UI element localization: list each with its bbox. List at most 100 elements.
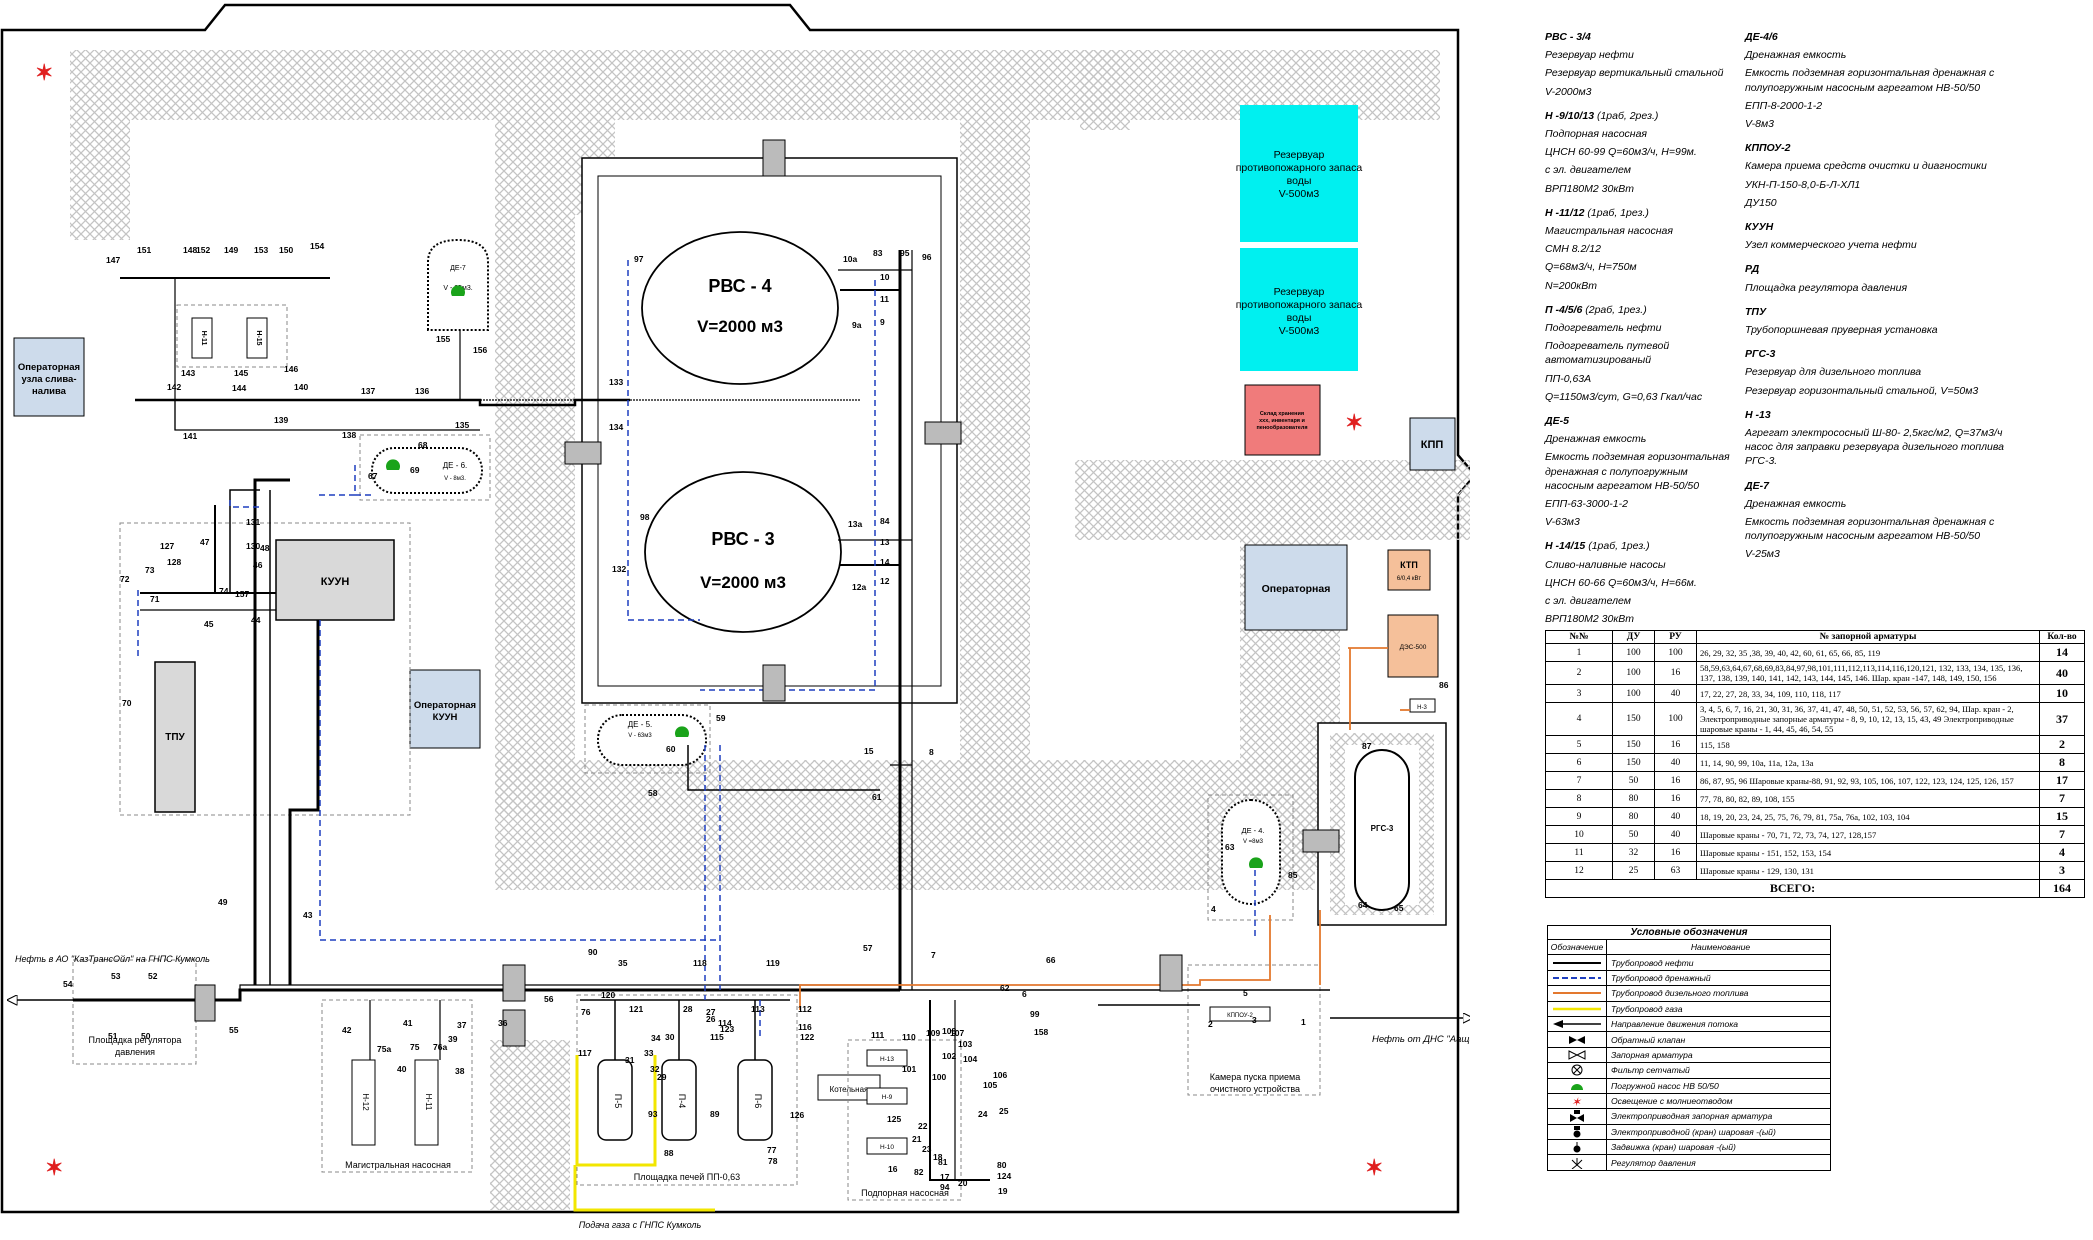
valve-number: 60 [666,744,676,754]
operator-room-label: Операторная [1262,583,1331,595]
table-cell: 17 [2039,771,2085,790]
de4-area [1207,794,1294,921]
equipment-code: РВС - 3/4 [1545,31,1591,43]
pump-fill [451,285,465,296]
building-fill [13,337,85,417]
kuun-label: КУУН [321,576,350,588]
valve-number: 23 [922,1144,932,1154]
valve-number: 69 [410,465,420,475]
col-header: РУ [1654,630,1697,644]
heater-p5: П-5 [597,1059,633,1141]
process-flow-diagram: РВС - 4 V=2000 м3 РВС - 3 V=2000 м3 Резе… [0,3,1470,1230]
building-fill [1409,417,1456,471]
equipment-code: П -4/5/6 [1545,303,1583,316]
pump-symbol-icon [1548,1078,1607,1093]
table-cell: 10 [2039,684,2085,703]
valve-number: 21 [912,1134,922,1144]
equipment-line: ПП-0,63А [1545,372,1592,385]
kpp-label: КПП [1421,439,1444,451]
equipment-line: ВРП180М2 30кВт [1545,182,1635,195]
valve-number: 62 [1000,983,1010,993]
rvs-3-tank: РВС - 3 V=2000 м3 [644,471,842,633]
valve-number: 120 [601,990,615,1000]
valve-number: 131 [246,517,260,527]
de-4-tank: ДЕ - 4. V =8м3 [1221,799,1281,905]
valve-number: 147 [106,255,120,265]
rvs-3-volume: V=2000 м3 [700,573,786,592]
equipment-code: ДЕ-4/6 [1745,31,1778,43]
check-symbol-icon [1548,1032,1607,1047]
table-cell: 16 [1654,661,1697,685]
valve-number: 12 [880,576,890,586]
valve-number: 48 [260,543,270,553]
table-cell: 63 [1654,861,1697,880]
equipment-title: П -4/5/6 (2раб, 1рез.) [1545,303,1730,317]
legend-text: Освещение с молниеотводом [1611,1096,1733,1107]
valve-number: 2 [1208,1019,1213,1029]
valve-number: 105 [983,1080,997,1090]
valve-number: 118 [693,958,707,968]
table-cell: 40 [1654,807,1697,826]
valve-number: 11 [880,294,889,304]
equipment-line: Магистральная насосная [1545,225,1673,238]
equipment-code: Н -13 [1745,408,1771,421]
table-cell: 16 [1654,789,1697,808]
valve-number: 44 [251,615,261,625]
valve-number: 29 [657,1072,667,1082]
valve-number: 128 [167,557,181,567]
valve-number: 85 [1288,870,1298,880]
valve-number: 84 [880,516,890,526]
valve-number: 90 [588,947,598,957]
valve-number: 63 [1225,842,1235,852]
light-symbol-icon: ✶ [1548,1093,1607,1109]
op-sliv-line: узла слива- [21,374,76,385]
legend-row: Погружной насос НВ 50/50 [1548,1078,1830,1094]
gas-supply: Подача газа с ГНПС Кумколь [573,1165,715,1230]
drain-pipes [137,260,1256,1040]
equipment-line: Емкость подземная горизонтальная дренажн… [1745,516,1995,543]
equipment-line: ЦНСН 60-99 Q=60м3/ч, Н=99м. [1545,146,1697,159]
valve-number: 34 [651,1033,661,1043]
valve-number: 146 [284,364,298,374]
table-cell: 150 [1612,702,1655,736]
total-value: 164 [2039,879,2085,898]
equipment-title: Н -13 [1745,408,2005,422]
valve-number: 3 [1252,1015,1257,1025]
equipment-line: с эл. двигателем [1545,595,1631,608]
table-cell: 32 [1612,843,1655,862]
storage-line: Склад хранения [1260,411,1304,417]
valve-number: 13а [848,519,862,529]
oil-in-label: Нефть от ДНС "Аащисай" [1372,1034,1470,1045]
legend-row: ✶ Освещение с молниеотводом [1548,1093,1830,1110]
valve-number: 71 [150,594,160,604]
water-tank-2-line: Резервуар [1274,286,1325,298]
equipment-line: ЕПП-63-3000-1-2 [1545,498,1628,511]
equipment-line: N=200кВт [1545,279,1597,292]
equipment-description: Н -9/10/13 (1раб, 2рез.)Подпорная насосн… [1545,109,1730,196]
light-icon: ✶✶✶✶ [35,60,1383,1180]
operator-room: Операторная [1244,544,1348,631]
water-tank-1-line: Резервуар [1274,149,1325,161]
table-cell: 7 [1545,771,1613,790]
tpu-label: ТПУ [165,732,185,743]
equipment-line: Дренажная емкость [1745,497,1847,510]
valve-number: 124 [997,1171,1011,1181]
pump-n15: Н-15 [246,317,268,359]
valve-number: 115 [710,1032,724,1042]
equipment-line: Подогреватель путевой автоматизированый [1545,340,1670,367]
valve-number: 36 [498,1018,508,1028]
equipment-code: РГС-3 [1745,348,1776,361]
legend-row: Обратный клапан [1548,1032,1830,1048]
table-cell: 11 [1545,843,1613,862]
sliv-pump-area [176,304,288,368]
equipment-description: Н -11/12 (1раб, 1рез.)Магистральная насо… [1545,206,1730,293]
table-cell: 115, 158 [1696,735,2040,754]
